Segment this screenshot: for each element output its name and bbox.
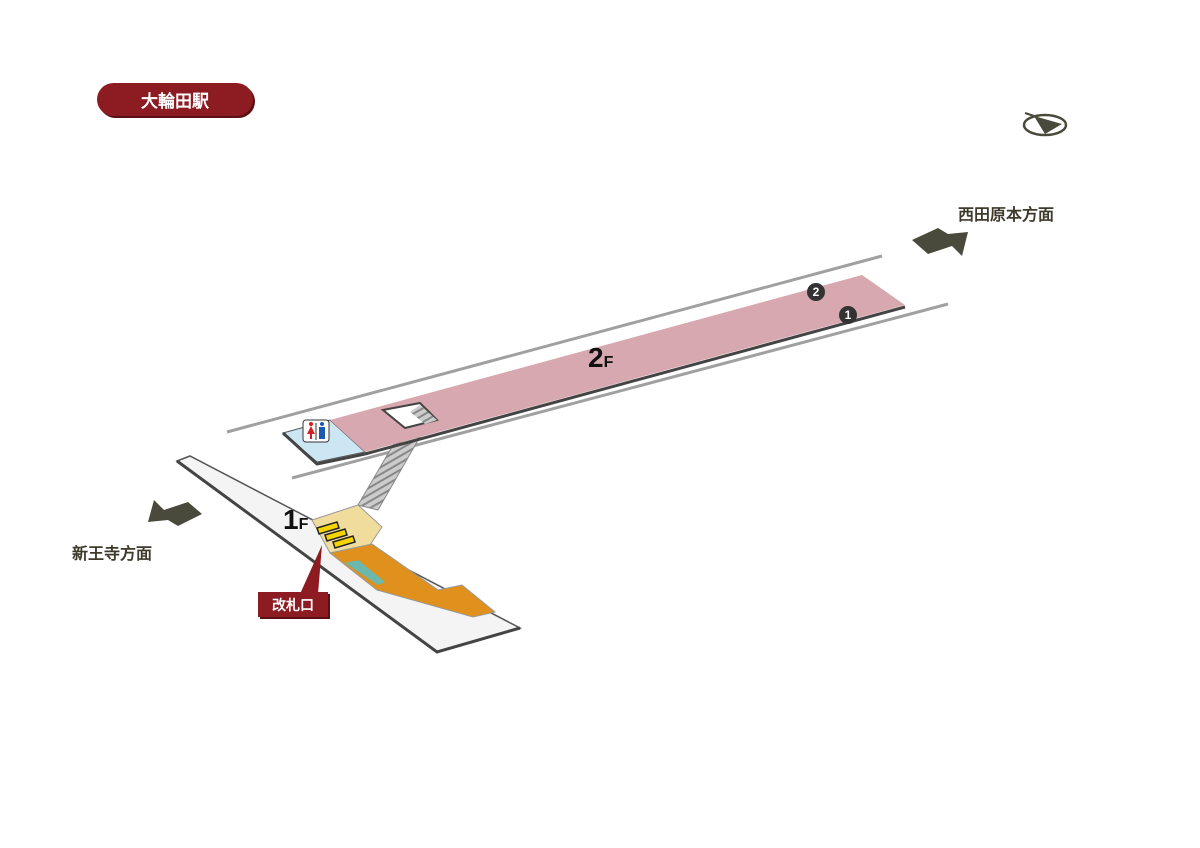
- floor-unit: F: [298, 516, 309, 533]
- exit-2-badge: 2: [807, 283, 825, 301]
- direction-east-label: 西田原本方面: [958, 205, 1055, 224]
- floor-num: 1: [283, 504, 299, 535]
- passage: [328, 543, 497, 618]
- toilet-icon: [302, 419, 330, 443]
- ticket-gate-label: 改札口: [258, 592, 328, 617]
- floor-num: 2: [588, 342, 604, 373]
- gate-label-pointer: [300, 545, 322, 594]
- exit-1-badge: 1: [839, 306, 857, 324]
- floor-label-1f: 1F: [283, 504, 308, 536]
- compass-icon: [1022, 112, 1068, 137]
- platform-2f: [330, 275, 905, 452]
- arrow-west-icon: [148, 500, 202, 526]
- station-title: 大輪田駅: [97, 83, 253, 116]
- platform-1f-area: [345, 560, 385, 585]
- arrow-east-icon: [912, 228, 968, 256]
- floor-unit: F: [603, 354, 614, 371]
- floor-label-2f: 2F: [588, 342, 613, 374]
- direction-west-label: 新王寺方面: [72, 544, 153, 563]
- track-line-north: [226, 254, 883, 434]
- ticket-gates-icon: [316, 521, 356, 549]
